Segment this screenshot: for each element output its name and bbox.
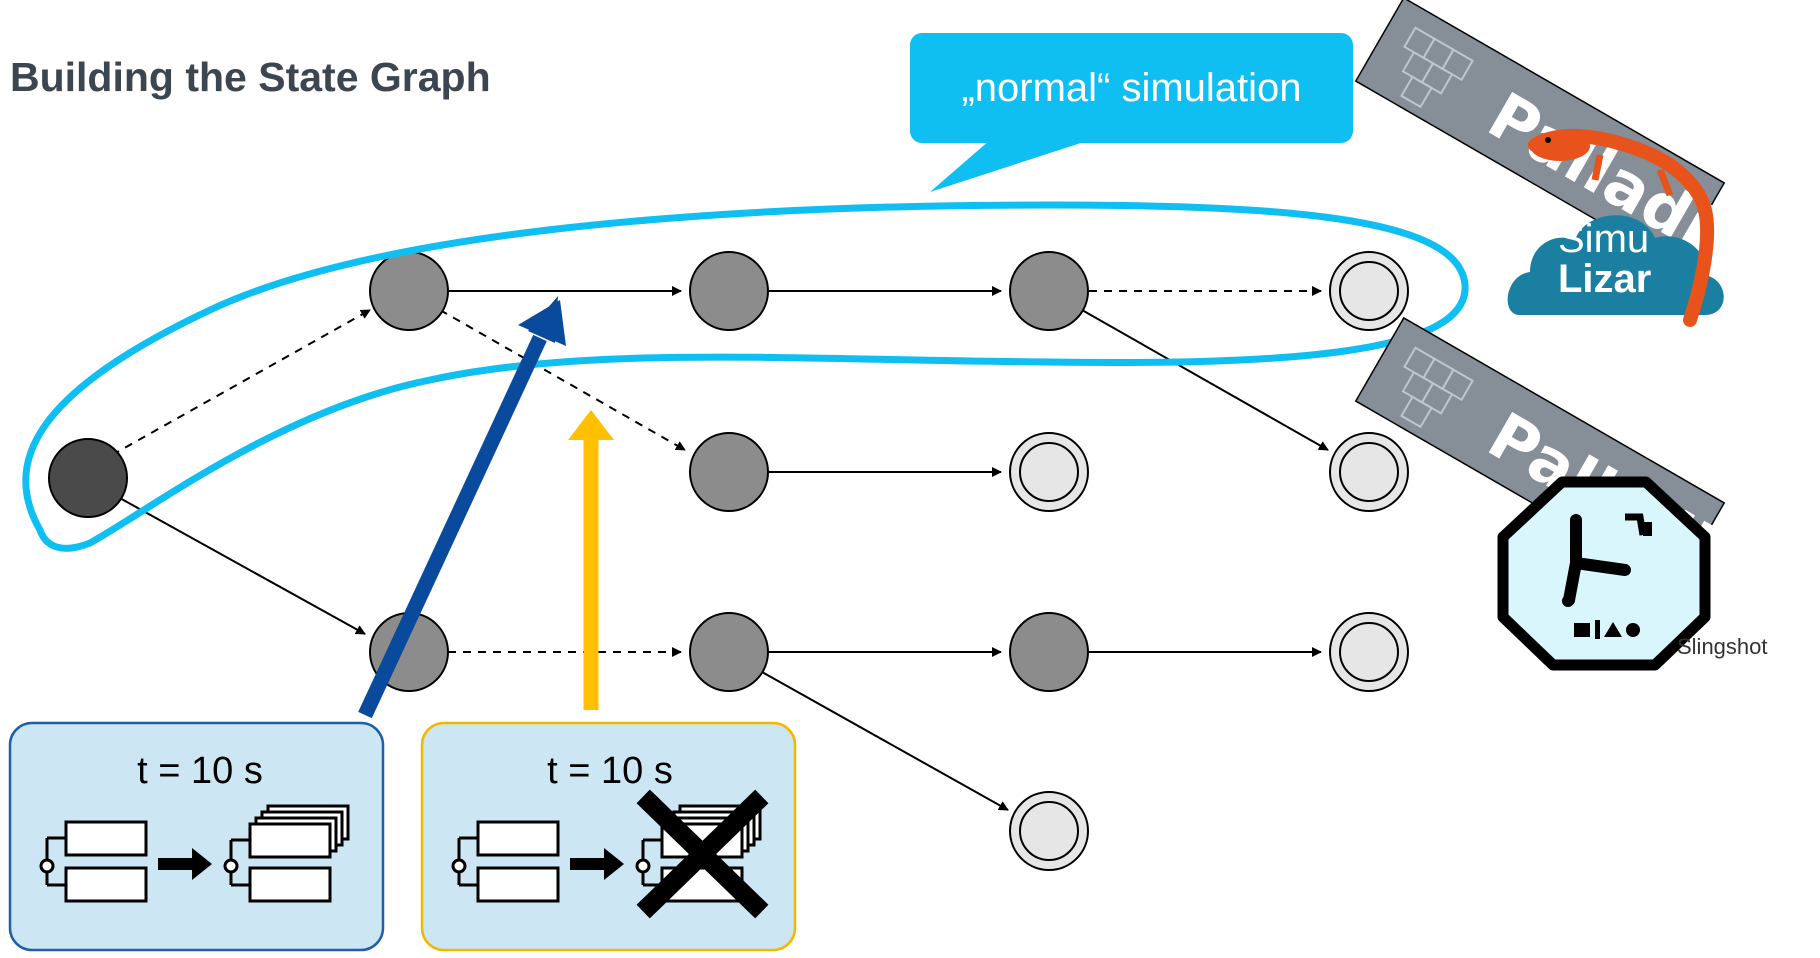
simulizar-line2: Lizar — [1558, 257, 1651, 301]
final-state-node — [1329, 612, 1409, 692]
edge-a1-to-b2 — [439, 309, 686, 451]
transition-arrow — [570, 848, 624, 880]
final-state-node — [1009, 791, 1089, 871]
state-node — [689, 432, 769, 512]
blue-event-arrow — [358, 296, 566, 719]
component-diagram-before — [39, 820, 148, 903]
state-node — [689, 251, 769, 331]
start-node — [48, 438, 128, 518]
normal-simulation-outline — [22, 201, 1469, 552]
reject-cross-icon — [636, 789, 769, 919]
page-title: Building the State Graph — [10, 54, 491, 100]
state-node — [689, 612, 769, 692]
edge-c2-to-d3 — [761, 671, 1009, 811]
state-node — [1009, 251, 1089, 331]
simulizar-line1: Simu — [1558, 217, 1649, 261]
yellow-event-arrow — [568, 410, 614, 710]
transition-arrow — [158, 848, 212, 880]
graph-edges — [111, 286, 1329, 811]
normal-simulation-callout: „normal“ simulation — [910, 33, 1353, 143]
event-time-label: t = 10 s — [547, 750, 673, 792]
component-diagram-scaled — [223, 804, 350, 903]
state-node — [1009, 612, 1089, 692]
final-state-node — [1329, 251, 1409, 331]
event-time-label: t = 10 s — [137, 750, 263, 792]
final-state-node — [1009, 432, 1089, 512]
graph-nodes — [48, 251, 1409, 871]
event-box-scale-out — [8, 721, 385, 952]
edge-a3-to-b4 — [1081, 309, 1329, 451]
event-box-rejected — [420, 721, 797, 952]
slingshot-icon — [1562, 514, 1631, 607]
component-diagram-before — [451, 820, 560, 903]
callout-tail — [930, 140, 1090, 192]
simulizar-logo: Simu Lizar — [1507, 129, 1724, 327]
final-state-node — [1329, 432, 1409, 512]
slingshot-label: Slingshot — [1677, 634, 1768, 659]
edge-start-to-a1 — [111, 309, 371, 456]
lizard-icon — [1528, 129, 1715, 327]
edge-start-to-c1 — [117, 496, 366, 635]
slingshot-logo — [1497, 476, 1711, 671]
state-node — [369, 251, 449, 331]
